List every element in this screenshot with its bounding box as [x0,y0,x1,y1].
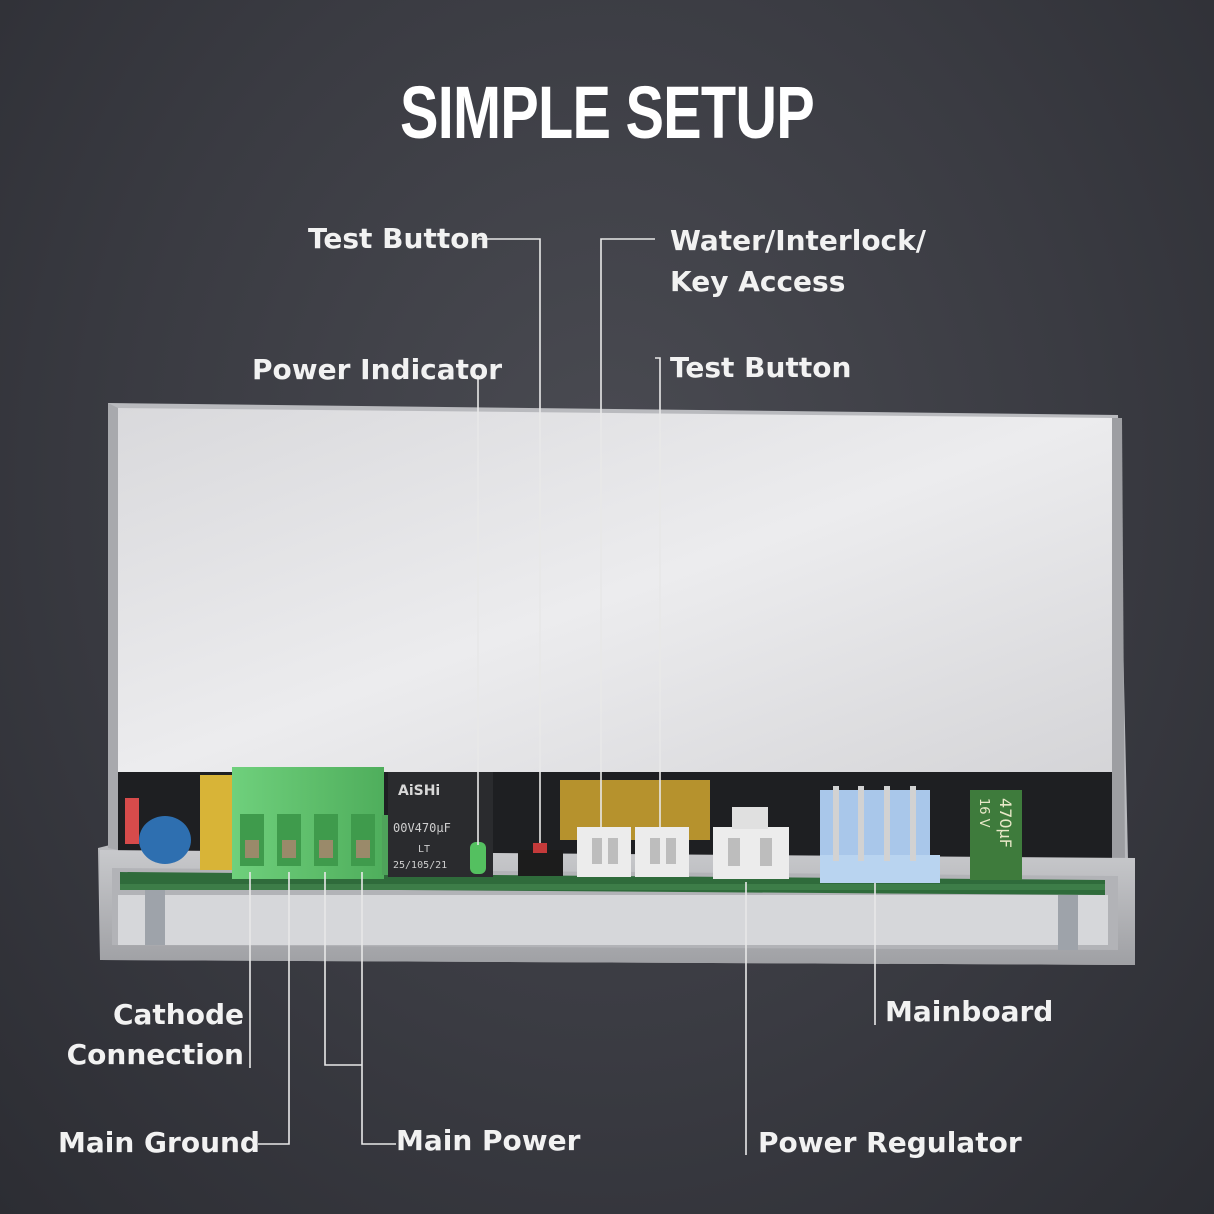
label-cathode-line2: Connection [66,1038,244,1071]
label-main-ground: Main Ground [58,1126,260,1159]
test-button-switch [518,850,563,876]
page-title: SIMPLE SETUP [399,71,815,154]
capacitor-rating: 00V470μF [393,821,451,835]
label-test-button-right: Test Button [670,351,852,384]
label-power-regulator: Power Regulator [758,1126,1022,1159]
top-cover [118,408,1112,780]
label-test-button-top: Test Button [308,222,490,255]
power-indicator-led [470,842,486,874]
capacitor-code: LT [418,844,430,855]
small-cap-voltage: 16 V [976,798,991,828]
jst-connectors [577,807,789,879]
label-water-interlock-line2: Key Access [670,265,846,298]
label-cathode-line1: Cathode [112,998,244,1031]
small-cap-rating: 470μF [996,798,1015,848]
terminal-block [232,767,394,879]
capacitor-brand: AiSHi [398,783,440,799]
label-main-power: Main Power [396,1124,581,1157]
power-regulator-connector [820,786,940,883]
label-power-indicator: Power Indicator [252,353,503,386]
blue-capacitor [139,816,191,864]
capacitor-code: 25/105/21 [393,860,447,871]
label-water-interlock-line1: Water/Interlock/ [670,224,927,257]
standoff [145,890,165,945]
leader-lines [249,238,876,1155]
label-mainboard: Mainboard [885,995,1054,1028]
small-capacitor: 470μF 16 V [970,790,1022,880]
standoff [1058,895,1078,950]
